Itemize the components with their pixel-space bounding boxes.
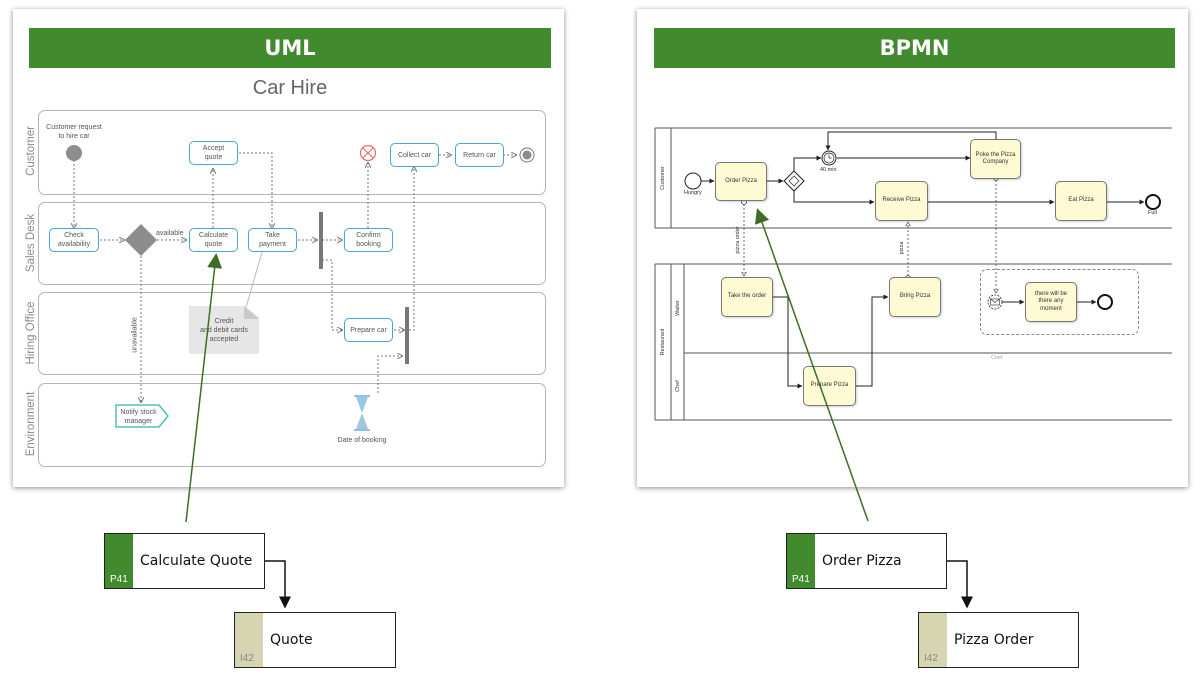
bpmn-task-receive-pizza[interactable]: Receive Pizza bbox=[875, 181, 928, 221]
callout-process-left[interactable]: P41 Calculate Quote bbox=[104, 533, 265, 589]
bpmn-end-event bbox=[1097, 294, 1113, 310]
guard-available: available bbox=[156, 230, 184, 237]
activity-notify-stock-manager[interactable]: Notify stock manager bbox=[120, 409, 157, 425]
bpmn-end-event bbox=[1145, 194, 1161, 210]
info-label: Quote bbox=[270, 632, 313, 648]
uml-lane-hiring-office bbox=[38, 292, 546, 375]
activity-confirm-booking[interactable]: Confirm booking bbox=[344, 228, 393, 252]
bpmn-task-there-will-be[interactable]: there will be there any moment bbox=[1025, 282, 1077, 322]
start-node bbox=[66, 145, 82, 161]
process-label: Order Pizza bbox=[822, 553, 902, 569]
process-label: Calculate Quote bbox=[140, 553, 253, 569]
bpmn-start-event bbox=[684, 172, 702, 190]
callout-info-left[interactable]: I42 Quote bbox=[234, 612, 396, 668]
activity-calculate-quote[interactable]: Calculate quote bbox=[189, 228, 238, 252]
bpmn-event-label-timer: 40 min bbox=[820, 167, 837, 173]
info-label: Pizza Order bbox=[954, 632, 1034, 648]
bpmn-panel bbox=[637, 9, 1188, 487]
uml-banner: UML bbox=[29, 28, 551, 68]
bpmn-event-gateway bbox=[783, 170, 805, 192]
bpmn-subprocess-group bbox=[980, 269, 1139, 335]
bpmn-event-label-full: Full bbox=[1148, 210, 1157, 216]
decision-diamond bbox=[125, 224, 157, 256]
notify-signal-shape bbox=[115, 404, 169, 428]
process-tag-label: P41 bbox=[792, 574, 810, 585]
bpmn-lane-label-faint: Chef bbox=[991, 355, 1003, 361]
uml-diagram-title: Car Hire bbox=[252, 77, 328, 99]
end-node bbox=[522, 150, 532, 160]
activity-check-availability[interactable]: Check availability bbox=[49, 228, 99, 252]
info-tag-label: I42 bbox=[924, 653, 938, 664]
callout-info-right[interactable]: I42 Pizza Order bbox=[918, 612, 1079, 668]
bpmn-task-eat-pizza[interactable]: Eat Pizza bbox=[1055, 181, 1107, 221]
info-tag: I42 bbox=[235, 613, 263, 667]
bpmn-task-poke-pizza-company[interactable]: Poke the Pizza Company bbox=[970, 139, 1021, 179]
bpmn-event-label-hungry: Hungry bbox=[684, 190, 702, 196]
bpmn-task-order-pizza[interactable]: Order Pizza bbox=[715, 162, 767, 201]
activity-take-payment[interactable]: Take payment bbox=[248, 228, 297, 252]
callout-process-right[interactable]: P41 Order Pizza bbox=[786, 533, 947, 589]
process-tag: P41 bbox=[105, 534, 133, 588]
bpmn-message-icon bbox=[987, 294, 1003, 310]
bpmn-task-bring-pizza[interactable]: Bring Pizza bbox=[889, 277, 941, 317]
timer-label: Date of booking bbox=[337, 437, 387, 444]
info-tag-label: I42 bbox=[240, 653, 254, 664]
info-tag: I42 bbox=[919, 613, 947, 667]
process-tag-label: P41 bbox=[110, 574, 128, 585]
bpmn-task-take-order[interactable]: Take the order bbox=[721, 277, 773, 317]
bpmn-timer-icon bbox=[821, 150, 837, 166]
start-label: Customer request to hire car bbox=[46, 124, 102, 140]
activity-prepare-car[interactable]: Prepare car bbox=[344, 318, 393, 342]
bpmn-banner: BPMN bbox=[654, 28, 1175, 68]
process-tag: P41 bbox=[787, 534, 815, 588]
activity-collect-car[interactable]: Collect car bbox=[390, 143, 439, 167]
activity-return-car[interactable]: Return car bbox=[455, 143, 504, 167]
bpmn-task-prepare-pizza[interactable]: Prepare Pizza bbox=[803, 366, 856, 406]
hourglass-icon bbox=[354, 395, 370, 431]
activity-accept-quote[interactable]: Accept quote bbox=[189, 141, 238, 165]
